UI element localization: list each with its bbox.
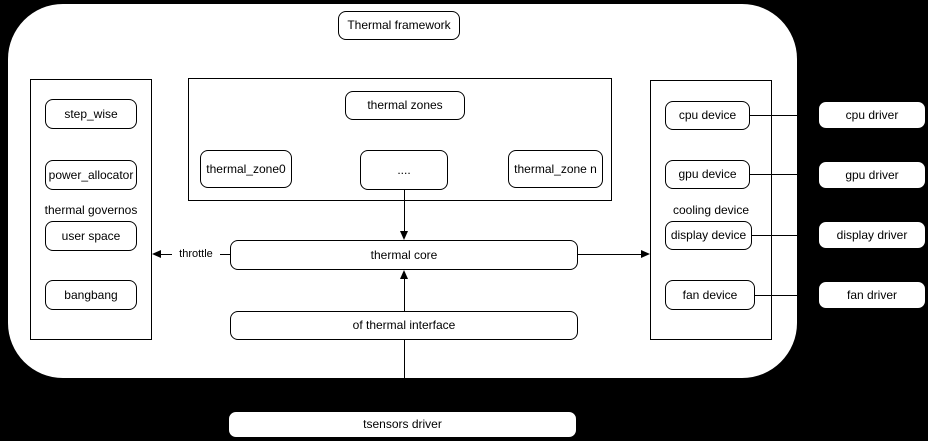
connector-core-to-cooling: [578, 254, 642, 255]
user-space-node: user space: [45, 221, 137, 251]
arrowhead-down-icon: [400, 231, 408, 240]
connector-interface-to-sensors: [404, 340, 405, 411]
bangbang-node: bangbang: [45, 280, 137, 310]
thermal-core-node: thermal core: [230, 240, 578, 270]
arrowhead-right-icon: [641, 250, 650, 258]
cpu-device-node: cpu device: [665, 101, 750, 130]
fan-driver-node: fan driver: [818, 281, 926, 309]
display-driver-node: display driver: [818, 221, 926, 249]
step-wise-node: step_wise: [45, 99, 137, 129]
cpu-driver-node: cpu driver: [818, 101, 926, 129]
connector-cpu-device-to-driver: [750, 115, 818, 116]
cooling-device-label: cooling device: [672, 203, 750, 217]
connector-interface-to-core: [404, 278, 405, 311]
of-thermal-interface-node: of thermal interface: [230, 311, 578, 340]
thermal-framework-title: Thermal framework: [338, 11, 460, 40]
thermal-zones-title: thermal zones: [345, 91, 465, 120]
connector-gpu-device-to-driver: [750, 174, 818, 175]
throttle-edge-label: throttle: [172, 248, 220, 260]
connector-fan-device-to-driver: [750, 295, 818, 296]
thermal-zone-n-node: thermal_zone n: [508, 150, 603, 188]
fan-device-node: fan device: [665, 280, 755, 310]
display-device-node: display device: [665, 221, 752, 250]
thermal-zone-dots-node: ....: [360, 150, 448, 190]
tsensors-driver-node: tsensors driver: [228, 411, 577, 438]
thermal-zone0-node: thermal_zone0: [200, 150, 292, 188]
connector-display-device-to-driver: [750, 235, 818, 236]
power-allocator-node: power_allocator: [45, 160, 137, 190]
gpu-device-node: gpu device: [665, 160, 750, 189]
arrowhead-up-icon: [400, 270, 408, 279]
governors-label: thermal governos: [44, 203, 138, 217]
connector-zones-to-core: [404, 190, 405, 233]
arrowhead-left-icon: [152, 250, 161, 258]
gpu-driver-node: gpu driver: [818, 161, 926, 189]
